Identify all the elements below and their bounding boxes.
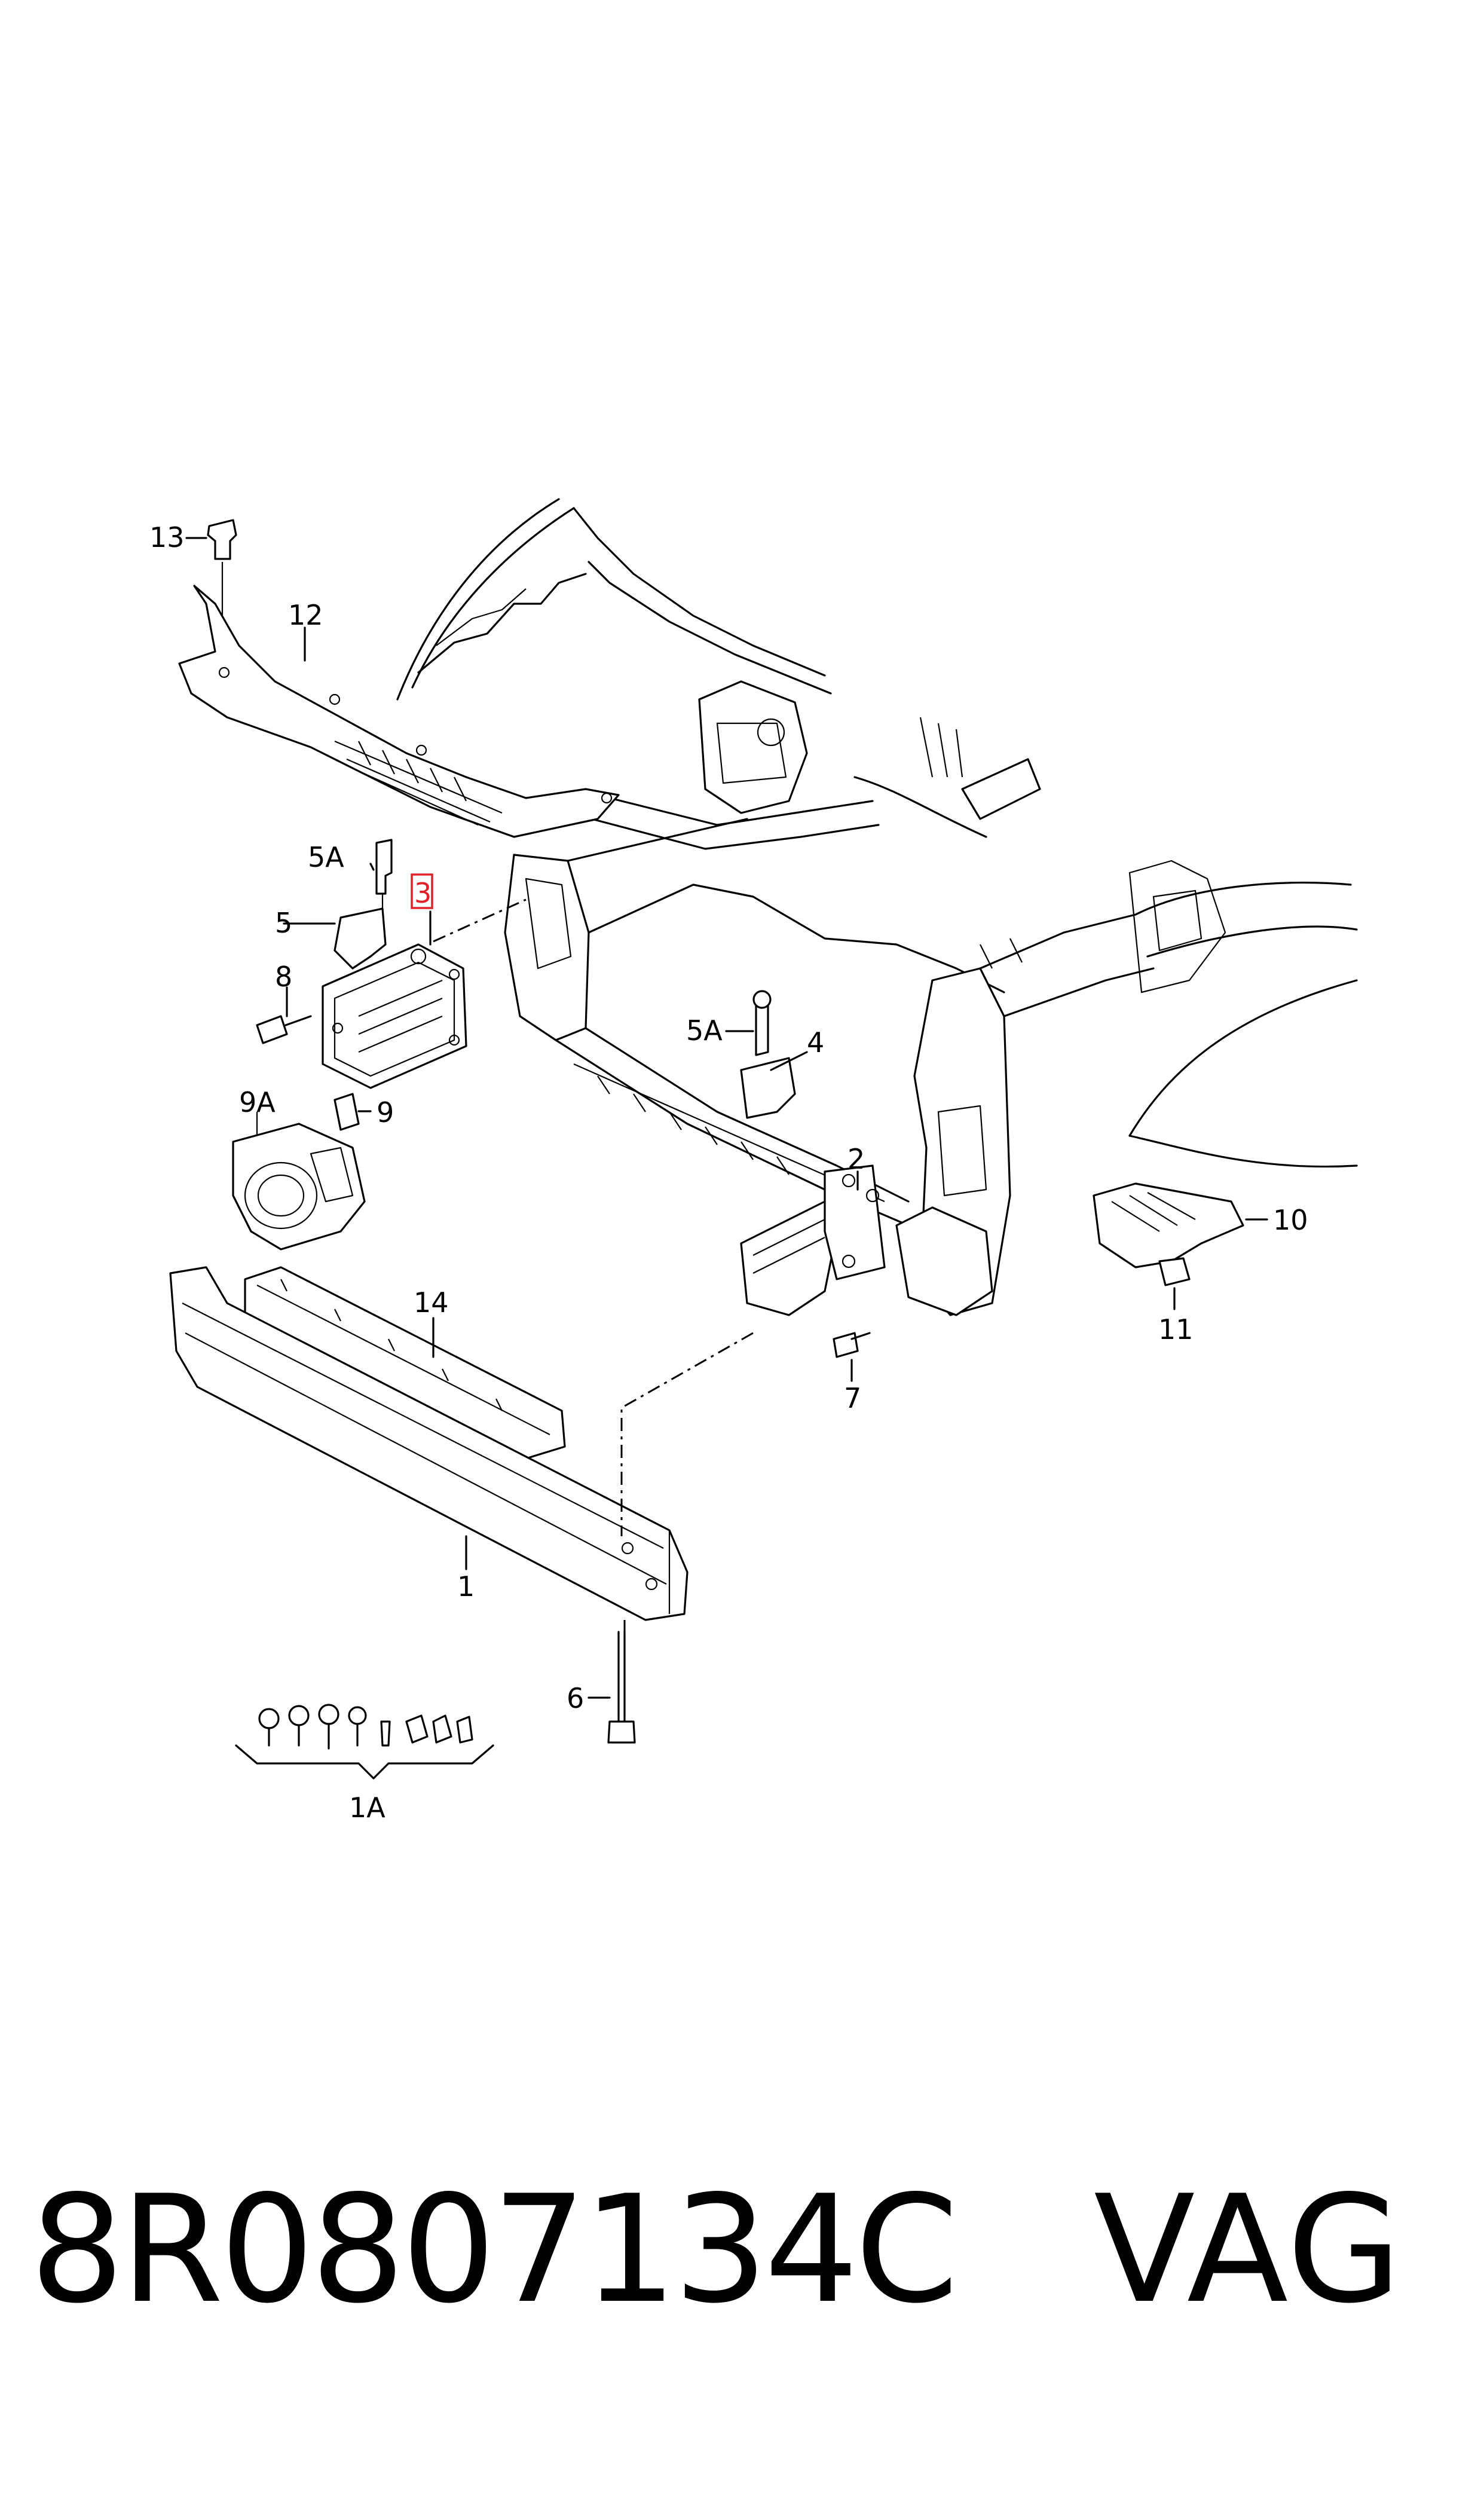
part-11-nut <box>1158 1257 1191 1286</box>
callout-9: 9 <box>377 1096 394 1129</box>
callout-4: 4 <box>807 1026 824 1059</box>
part-5-bracket-left <box>333 839 393 970</box>
callout-1a: 1A <box>349 1792 385 1824</box>
callout-8: 8 <box>275 961 292 993</box>
callout-13: 13 <box>149 521 185 554</box>
callout-3-highlight <box>411 873 433 909</box>
callout-11: 11 <box>1158 1313 1194 1346</box>
part-3-crash-box-left[interactable] <box>322 943 467 1089</box>
part-9-nut <box>333 1093 360 1131</box>
part-1a-hardware-set <box>235 1704 494 1780</box>
callouts: 13 12 5A 3 5 8 9A 9 5A 4 2 14 10 11 7 1 … <box>149 521 1308 1824</box>
part-2-crash-box-right <box>740 1164 886 1316</box>
part-8-screw <box>256 1015 312 1044</box>
callout-5a-mid: 5A <box>686 1014 723 1047</box>
callout-7: 7 <box>844 1382 861 1414</box>
part-6-bolt <box>607 1631 636 1744</box>
callout-12: 12 <box>288 599 323 631</box>
part-7-screw <box>833 1332 871 1358</box>
callout-1: 1 <box>457 1570 475 1603</box>
callout-6: 6 <box>567 1682 584 1714</box>
part-1-bumper-beam <box>169 1266 689 1621</box>
part-4-bracket-right <box>740 990 796 1119</box>
leader-lines <box>283 626 1268 1699</box>
callout-5: 5 <box>275 907 292 939</box>
callout-14: 14 <box>414 1286 449 1319</box>
part-number: 8R0807134C <box>30 2164 959 2336</box>
part-12-air-duct <box>178 585 620 838</box>
brand-label: VAG <box>1094 2164 1403 2336</box>
callout-9a: 9A <box>239 1086 276 1118</box>
part-13-clip <box>185 519 237 616</box>
part-9a-sensor-bracket <box>232 1112 366 1251</box>
callout-3: 3 <box>414 877 432 909</box>
body-structure <box>396 498 1358 1316</box>
callout-2: 2 <box>847 1143 865 1175</box>
callout-10: 10 <box>1273 1204 1308 1236</box>
part-10-bracket <box>1093 1182 1244 1268</box>
callout-5a-left: 5A <box>308 841 344 873</box>
